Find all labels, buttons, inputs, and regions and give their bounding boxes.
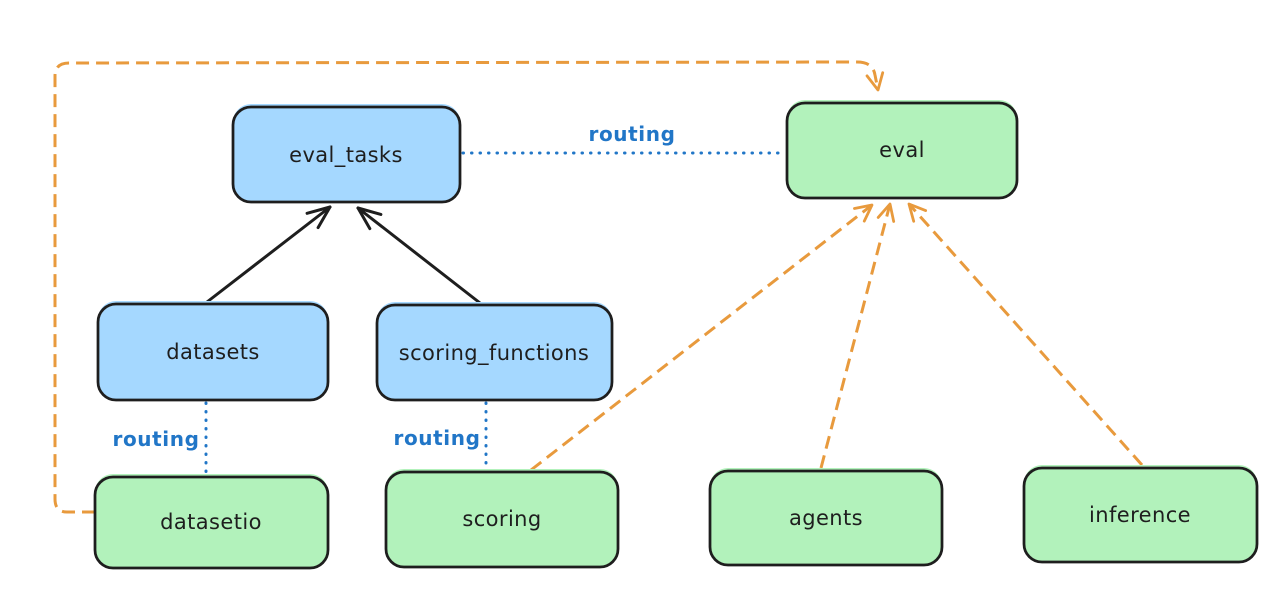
node-datasetio: datasetio [93, 474, 330, 570]
node-scoring-label: scoring [462, 507, 541, 531]
node-inference-box [1022, 466, 1259, 564]
node-scoring: scoring [384, 469, 620, 569]
node-eval-box [785, 101, 1019, 200]
node-datasetio-box [93, 475, 330, 570]
node-eval-tasks-box [231, 105, 462, 204]
node-eval: eval [785, 100, 1019, 200]
node-agents: agents [708, 468, 944, 567]
node-scoring-functions-label: scoring_functions [399, 341, 589, 366]
edge-scoring-functions-to-eval-tasks-arrow [356, 206, 482, 305]
edge-agents-to-eval-arrow [819, 202, 896, 469]
node-eval-tasks-label: eval_tasks [289, 143, 403, 168]
edge-scoring-to-eval-arrow [530, 203, 874, 472]
node-inference-label: inference [1089, 503, 1191, 527]
edge-datasets-to-eval-tasks-arrow [205, 205, 332, 304]
routing-label-datasets-datasetio: routing [112, 427, 199, 451]
node-agents-label: agents [789, 506, 863, 530]
node-eval-tasks: eval_tasks [231, 104, 462, 204]
node-eval-label: eval [879, 138, 925, 162]
node-scoring-functions: scoring_functions [375, 302, 614, 402]
node-datasets-label: datasets [166, 340, 260, 364]
edge-datasetio-to-eval-arrow [53, 60, 885, 514]
node-inference: inference [1022, 465, 1259, 564]
node-scoring-functions-box [375, 303, 614, 402]
node-agents-box [708, 469, 944, 567]
node-datasets: datasets [96, 301, 330, 402]
edge-inference-to-eval-arrow [907, 202, 1144, 466]
routing-label-eval-tasks-eval: routing [588, 122, 675, 146]
node-datasetio-label: datasetio [160, 510, 262, 534]
node-datasets-box [96, 302, 330, 402]
routing-label-scoring-functions-scoring: routing [393, 426, 480, 450]
node-scoring-box [384, 470, 620, 569]
